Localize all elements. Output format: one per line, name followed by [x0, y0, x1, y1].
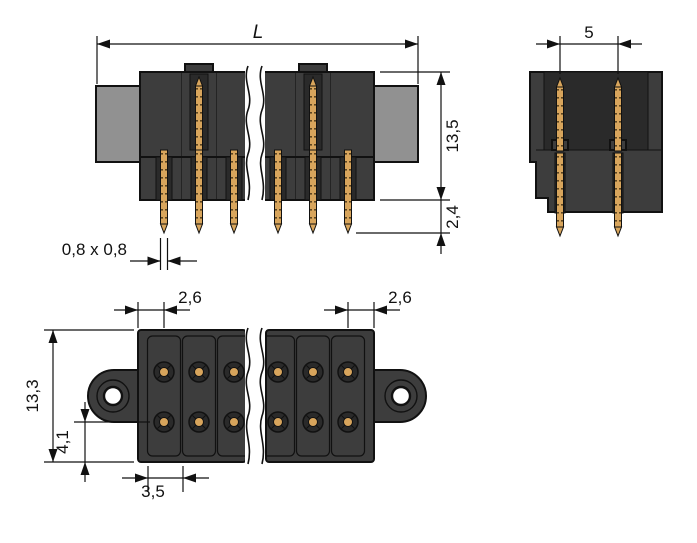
dim-label-13-3: 13,3: [23, 379, 42, 412]
pin-position: [337, 361, 359, 383]
mounting-tab-right: [373, 85, 419, 163]
dim-label-4-1: 4,1: [53, 430, 72, 454]
solder-pin: [614, 152, 622, 237]
pin-position: [337, 411, 359, 433]
side-view: 5: [529, 23, 663, 237]
latch-bump-right: [298, 63, 328, 73]
upper-pin: [195, 76, 203, 151]
dim-label-2-4: 2,4: [443, 205, 462, 229]
dim-label-2-6-left: 2,6: [178, 288, 202, 307]
latch-bump-left: [184, 63, 214, 73]
break-line: [259, 327, 265, 465]
flange-hole-left: [102, 385, 124, 407]
pin-position: [223, 411, 245, 433]
body-segment-left: [137, 329, 247, 463]
body-segment-right: [265, 329, 375, 463]
dim-label-2-6-right: 2,6: [388, 288, 412, 307]
solder-pin: [309, 149, 317, 234]
dim-overall-length: L: [96, 22, 419, 84]
dim-label-L: L: [253, 22, 264, 43]
break-line: [259, 65, 265, 201]
solder-pin: [556, 152, 564, 237]
solder-pin: [274, 149, 282, 234]
solder-pin: [344, 149, 352, 234]
dim-pin-square: 0,8 x 0,8: [62, 238, 197, 270]
dim-edge-to-pin-left: 2,6: [114, 288, 202, 328]
solder-pin: [160, 149, 168, 234]
break-line: [245, 327, 251, 465]
dim-label-0-8: 0,8 x 0,8: [62, 240, 127, 259]
pin-position: [153, 411, 175, 433]
upper-pin: [556, 77, 564, 152]
pin-position: [267, 361, 289, 383]
upper-pin: [309, 76, 317, 151]
pin-position: [302, 361, 324, 383]
break-line: [245, 65, 251, 201]
front-view: L 13,5 2,4 0,8 x 0,8: [62, 22, 462, 270]
dim-label-13-5: 13,5: [443, 119, 462, 152]
upper-pin: [614, 77, 622, 152]
flange-counterbore-right: [384, 379, 418, 413]
flange-hole-right: [390, 385, 412, 407]
solder-pin: [230, 149, 238, 234]
bottom-view: 2,6 2,6 13,3 4,1: [23, 288, 427, 501]
pin-position: [153, 361, 175, 383]
dim-height: 13,5: [380, 71, 462, 201]
dim-pin-protrusion: 2,4: [356, 200, 462, 254]
dim-edge-to-pin-right: 2,6: [324, 288, 412, 328]
dim-label-3-5: 3,5: [141, 482, 165, 501]
dim-label-5: 5: [584, 23, 593, 42]
solder-pin: [195, 149, 203, 234]
pin-position: [188, 361, 210, 383]
flange-counterbore-left: [96, 379, 130, 413]
pin-position: [188, 411, 210, 433]
mounting-tab-left: [95, 85, 141, 163]
dim-pitch: 3,5: [122, 466, 209, 501]
pin-position: [223, 361, 245, 383]
dim-row-spacing: 5: [536, 23, 642, 74]
pin-position: [267, 411, 289, 433]
dim-row-to-edge: 4,1: [53, 402, 150, 482]
pin-position: [302, 411, 324, 433]
